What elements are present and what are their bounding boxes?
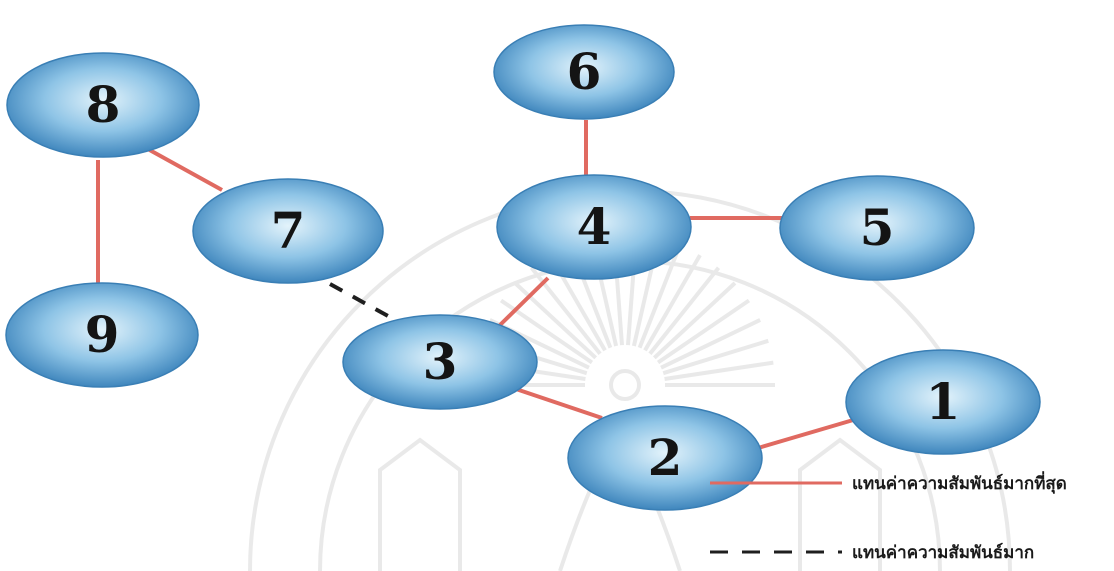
node-4-label: 4 (577, 197, 612, 256)
legend-strongest-label: แทนค่าความสัมพันธ์มากที่สุด (852, 471, 1067, 494)
node-9-ellipse (5, 282, 199, 388)
node-9-label: 9 (85, 305, 120, 364)
node-9: 9 (5, 282, 199, 388)
node-5: 5 (779, 175, 975, 281)
node-4: 4 (496, 174, 692, 280)
node-8: 8 (6, 52, 200, 158)
edge-7-3 (329, 282, 389, 318)
node-5-label: 5 (860, 198, 895, 257)
node-7-label: 7 (271, 201, 306, 260)
node-1: 1 (845, 349, 1041, 455)
nodes-layer: 1 2 3 4 5 6 7 8 9 (5, 24, 1041, 511)
node-1-ellipse (845, 349, 1041, 455)
node-1-label: 1 (926, 372, 961, 431)
node-6-label: 6 (567, 42, 602, 101)
node-8-label: 8 (86, 75, 121, 134)
node-2: 2 (567, 405, 763, 511)
legend-strong-label: แทนค่าความสัมพันธ์มาก (852, 542, 1034, 563)
node-3-label: 3 (423, 332, 458, 391)
node-7-ellipse (192, 178, 384, 284)
edge-8-7 (145, 146, 223, 192)
edge-4-3 (498, 276, 550, 327)
edge-3-2 (509, 385, 603, 420)
node-7: 7 (192, 178, 384, 284)
edges-layer (96, 120, 861, 450)
node-3-ellipse (342, 314, 538, 410)
node-4-ellipse (496, 174, 692, 280)
node-6-ellipse (493, 24, 675, 120)
node-8-ellipse (6, 52, 200, 158)
node-6: 6 (493, 24, 675, 120)
edge-2-1 (757, 416, 861, 450)
node-2-label: 2 (648, 428, 683, 487)
node-5-ellipse (779, 175, 975, 281)
node-3: 3 (342, 314, 538, 410)
legend: แทนค่าความสัมพันธ์มากที่สุด แทนค่าความสั… (710, 471, 1067, 563)
